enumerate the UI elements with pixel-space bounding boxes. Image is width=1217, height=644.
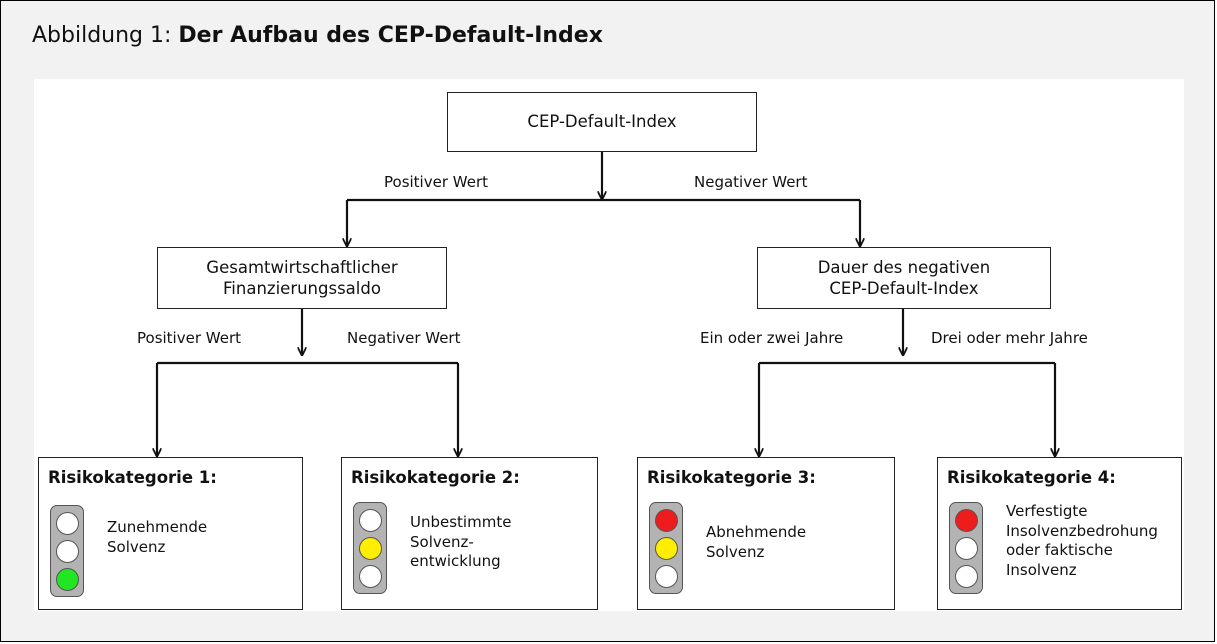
risk-category-3: Risikokategorie 3: Abnehmende Solvenz (637, 457, 895, 610)
traffic-light-middle-lamp (56, 540, 79, 563)
right-branch-left-label: Ein oder zwei Jahre (700, 329, 844, 347)
risk-category-4: Risikokategorie 4: Verfestigte Insolvenz… (937, 457, 1182, 610)
decision-tree-diagram: CEP-Default-Index Positiver Wert Negativ… (34, 79, 1184, 611)
description-line: Solvenz (706, 542, 765, 561)
left-branch-left-label: Positiver Wert (137, 329, 241, 347)
risk-category-description: Verfestigte Insolvenzbedrohung oder fakt… (1006, 502, 1158, 580)
right-branch-right-label: Drei oder mehr Jahre (931, 329, 1088, 347)
risk-category-description: Zunehmende Solvenz (107, 518, 207, 557)
description-line: Insolvenzbedrohung (1006, 521, 1158, 540)
right-node-line2: CEP-Default-Index (829, 279, 979, 298)
traffic-light-bottom-lamp (655, 565, 678, 588)
left-branch-right-label: Negativer Wert (347, 329, 461, 347)
root-branch-right-label: Negativer Wert (694, 173, 808, 191)
risk-category-description: Abnehmende Solvenz (706, 523, 806, 562)
connector-lines (34, 152, 1184, 611)
caption-prefix: Abbildung 1: (32, 23, 179, 48)
description-line: Abnehmende (706, 523, 807, 541)
traffic-light-icon (649, 502, 683, 594)
description-line: Insolvenz (1006, 560, 1077, 579)
right-node: Dauer des negativen CEP-Default-Index (757, 247, 1051, 309)
description-line: Unbestimmte (410, 513, 512, 531)
description-line: Solvenz (107, 537, 166, 556)
risk-category-2: Risikokategorie 2: Unbestimmte Solvenz- … (341, 457, 598, 610)
traffic-light-icon (353, 502, 387, 594)
root-node: CEP-Default-Index (447, 92, 757, 152)
traffic-light-bottom-lamp (359, 565, 382, 588)
left-node-line1: Gesamtwirtschaftlicher (206, 257, 398, 277)
root-node-label: CEP-Default-Index (527, 112, 677, 132)
figure-caption: Abbildung 1: Der Aufbau des CEP-Default-… (32, 23, 603, 48)
risk-category-title: Risikokategorie 1: (48, 468, 217, 487)
traffic-light-bottom-lamp (955, 565, 978, 588)
traffic-light-icon (50, 505, 84, 597)
risk-category-title: Risikokategorie 4: (947, 468, 1116, 487)
root-branch-left-label: Positiver Wert (384, 173, 488, 191)
traffic-light-middle-lamp (655, 537, 678, 560)
risk-category-title: Risikokategorie 3: (647, 468, 816, 487)
risk-category-title: Risikokategorie 2: (351, 468, 520, 487)
left-node-line2: Finanzierungssaldo (223, 279, 381, 298)
traffic-light-middle-lamp (359, 537, 382, 560)
caption-title: Der Aufbau des CEP-Default-Index (178, 23, 603, 48)
traffic-light-icon (949, 502, 983, 594)
traffic-light-bottom-lamp (56, 568, 79, 591)
description-line: Verfestigte (1006, 502, 1088, 520)
right-node-line1: Dauer des negativen (817, 257, 991, 277)
traffic-light-top-lamp (955, 509, 978, 532)
traffic-light-top-lamp (655, 509, 678, 532)
description-line: oder faktische (1006, 541, 1113, 559)
risk-category-1: Risikokategorie 1: Zunehmende Solvenz (38, 457, 303, 610)
description-line: Zunehmende (107, 518, 208, 536)
description-line: entwicklung (410, 552, 501, 570)
description-line: Solvenz- (410, 532, 474, 551)
traffic-light-top-lamp (56, 512, 79, 535)
traffic-light-middle-lamp (955, 537, 978, 560)
traffic-light-top-lamp (359, 509, 382, 532)
risk-category-description: Unbestimmte Solvenz- entwicklung (410, 513, 511, 572)
left-node: Gesamtwirtschaftlicher Finanzierungssald… (157, 247, 447, 309)
